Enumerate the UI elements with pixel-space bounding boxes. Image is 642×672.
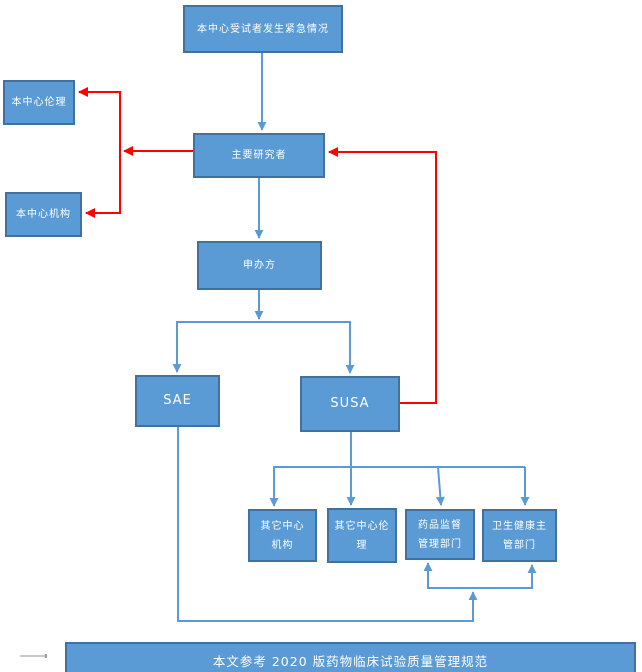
- footer-reference-label: 本文参考 2020 版药物临床试验质量管理规范: [212, 654, 489, 669]
- node-sae[interactable]: SAE: [135, 375, 220, 427]
- footer-reference-bar[interactable]: 本文参考 2020 版药物临床试验质量管理规范: [65, 642, 636, 672]
- node-sae-label: SAE: [163, 392, 192, 408]
- edge-to-drug-regulatory-top: [435, 466, 445, 506]
- node-health-authority[interactable]: 卫生健康主 管部门: [482, 509, 557, 562]
- node-principal-investigator-label: 主要研究者: [231, 150, 287, 161]
- node-health-authority-label: 卫生健康主 管部门: [492, 520, 547, 551]
- node-center-institution[interactable]: 本中心机构: [5, 192, 82, 237]
- edge-susa-to-pi: [328, 147, 437, 404]
- node-sponsor-label: 申办方: [243, 260, 276, 271]
- node-other-center-ethics-label: 其它中心伦 理: [334, 520, 390, 551]
- node-sponsor[interactable]: 申办方: [197, 241, 322, 290]
- node-other-center-institution[interactable]: 其它中心 机构: [248, 509, 317, 562]
- node-center-ethics-label: 本中心伦理: [11, 97, 67, 108]
- node-emergency-label: 本中心受试者发生紧急情况: [197, 23, 329, 35]
- node-drug-regulatory-label: 药品监督 管理部门: [418, 519, 462, 550]
- stray-handle-line: [20, 654, 47, 658]
- node-emergency[interactable]: 本中心受试者发生紧急情况: [183, 5, 343, 53]
- node-other-center-ethics[interactable]: 其它中心伦 理: [327, 508, 397, 563]
- node-center-ethics[interactable]: 本中心伦理: [3, 80, 75, 125]
- node-principal-investigator[interactable]: 主要研究者: [193, 133, 325, 178]
- node-other-center-institution-label: 其它中心 机构: [260, 520, 305, 551]
- node-drug-regulatory[interactable]: 药品监督 管理部门: [405, 509, 475, 560]
- node-susa-label: SUSA: [330, 395, 370, 411]
- node-susa[interactable]: SUSA: [300, 376, 400, 432]
- node-center-institution-label: 本中心机构: [16, 209, 71, 220]
